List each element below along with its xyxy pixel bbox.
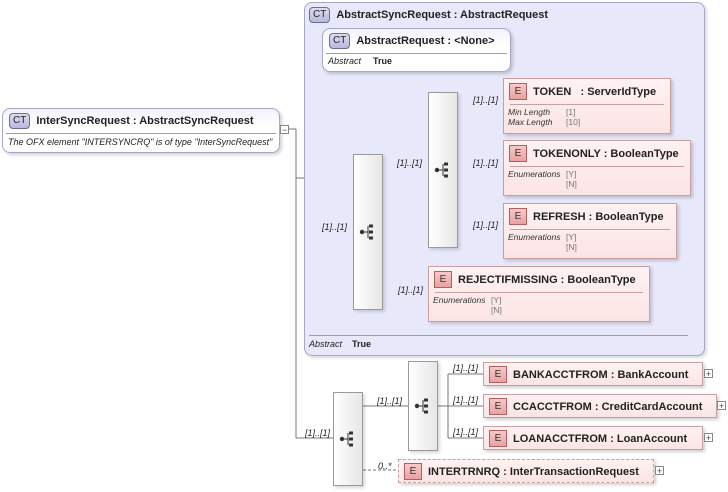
enum-value: [N] <box>566 179 577 189</box>
intersyncrequest-complex-type[interactable]: CT InterSyncRequest : AbstractSyncReques… <box>2 108 280 153</box>
complex-type-icon: CT <box>329 33 351 49</box>
loanacctfrom-title: LOANACCTFROM : LoanAccount <box>513 432 688 445</box>
token-cardinality: [1]..[1] <box>473 95 499 105</box>
abstract-value: True <box>373 56 393 66</box>
element-icon: E <box>489 366 507 383</box>
enum-value: [Y] <box>566 232 577 242</box>
bottom-sequence-compositor[interactable] <box>333 392 363 486</box>
enum-value: [Y] <box>491 295 502 305</box>
token-element[interactable]: E TOKEN : ServerIdType Min Length[1] Max… <box>503 78 671 134</box>
bankacctfrom-cardinality: [1]..[1] <box>453 363 479 373</box>
sequence-icon <box>414 398 428 414</box>
ccacctfrom-cardinality: [1]..[1] <box>453 395 479 405</box>
abstract-label: Abstract <box>309 339 343 349</box>
abstractsyncrequest-title: AbstractSyncRequest : AbstractRequest <box>336 9 549 21</box>
abstract-label: Abstract <box>328 56 362 66</box>
enum-value: [N] <box>566 242 577 252</box>
refresh-element[interactable]: E REFRESH : BooleanType Enumerations[Y] … <box>503 203 677 259</box>
intersyncrequest-title: InterSyncRequest : AbstractSyncRequest <box>36 115 254 127</box>
abstractrequest-title: AbstractRequest : <None> <box>356 35 495 47</box>
tokenonly-cardinality: [1]..[1] <box>473 158 499 168</box>
loanacctfrom-cardinality: [1]..[1] <box>453 427 479 437</box>
enumerations-label: Enumerations <box>508 232 561 242</box>
enumerations-label: Enumerations <box>433 295 486 305</box>
complex-type-icon: CT <box>9 113 31 129</box>
complex-type-icon: CT <box>309 7 331 23</box>
inner-sequence-cardinality: [1]..[1] <box>397 158 423 168</box>
refresh-title: REFRESH : BooleanType <box>533 210 664 223</box>
expand-icon[interactable]: + <box>704 369 713 379</box>
intertrnrq-title: INTERTRNRQ : InterTransactionRequest <box>428 465 639 478</box>
element-icon: E <box>509 145 527 162</box>
collapse-icon[interactable]: − <box>280 125 289 135</box>
enumerations-label: Enumerations <box>508 169 561 179</box>
facet-row: Max Length[10] <box>508 117 581 127</box>
bottom-sequence-cardinality: [1]..[1] <box>305 428 331 438</box>
tokenonly-title: TOKENONLY : BooleanType <box>533 147 679 160</box>
refresh-cardinality: [1]..[1] <box>473 220 499 230</box>
token-title: TOKEN : ServerIdType <box>533 85 657 98</box>
enum-value: [N] <box>491 305 502 315</box>
tokenonly-element[interactable]: E TOKENONLY : BooleanType Enumerations [Y… <box>503 140 691 196</box>
intertrnrq-element[interactable]: E INTERTRNRQ : InterTransactionRequest <box>398 459 654 483</box>
facet-row: Min Length[1] <box>508 107 576 117</box>
abstractrequest-complex-type[interactable]: CT AbstractRequest : <None> Abstract Tru… <box>322 28 511 72</box>
account-sequence-cardinality: [1]..[1] <box>377 396 403 406</box>
rejectifmissing-title: REJECTIFMISSING : BooleanType <box>458 273 636 286</box>
element-icon: E <box>404 463 422 480</box>
element-icon: E <box>489 430 507 447</box>
intersyncrequest-documentation: The OFX element "INTERSYNCRQ" is of type… <box>8 137 273 147</box>
inner-sequence-compositor[interactable] <box>428 92 458 248</box>
outer-sequence-compositor[interactable] <box>353 154 383 310</box>
expand-icon[interactable]: + <box>704 433 713 443</box>
ccacctfrom-title: CCACCTFROM : CreditCardAccount <box>513 400 703 413</box>
element-icon: E <box>434 271 452 288</box>
expand-icon[interactable]: + <box>655 466 664 476</box>
bankacctfrom-element[interactable]: E BANKACCTFROM : BankAccount <box>483 362 703 386</box>
account-sequence-compositor[interactable] <box>408 361 438 451</box>
sequence-icon <box>359 224 373 240</box>
rejectifmissing-cardinality: [1]..[1] <box>398 285 424 295</box>
loanacctfrom-element[interactable]: E LOANACCTFROM : LoanAccount <box>483 426 703 450</box>
expand-icon[interactable]: + <box>717 401 726 411</box>
element-icon: E <box>509 83 527 100</box>
enum-value: [Y] <box>566 169 577 179</box>
intertrnrq-cardinality: 0..* <box>378 461 392 471</box>
element-icon: E <box>489 398 507 415</box>
sequence-icon <box>434 162 448 178</box>
outer-sequence-cardinality: [1]..[1] <box>322 222 348 232</box>
sequence-icon <box>339 431 353 447</box>
element-icon: E <box>509 208 527 225</box>
bankacctfrom-title: BANKACCTFROM : BankAccount <box>513 368 689 381</box>
ccacctfrom-element[interactable]: E CCACCTFROM : CreditCardAccount <box>483 394 717 418</box>
abstract-value: True <box>352 339 372 349</box>
rejectifmissing-element[interactable]: E REJECTIFMISSING : BooleanType Enumerat… <box>428 266 650 322</box>
